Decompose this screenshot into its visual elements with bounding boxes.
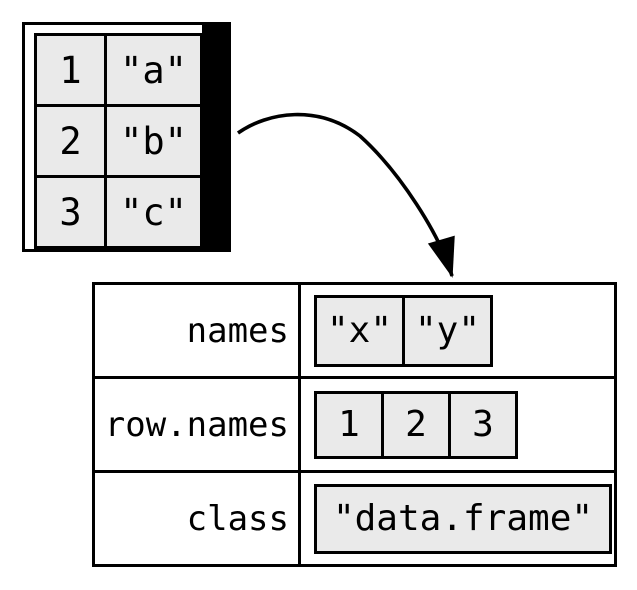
names-vector: "x" "y" (314, 294, 493, 367)
row-names-vector-cell: 3 (451, 393, 515, 456)
class-vector: "data.frame" (314, 483, 612, 554)
attr-row-value-names: "x" "y" (301, 285, 614, 376)
attributes-table: names "x" "y" row.names 1 2 3 class "dat… (92, 282, 617, 567)
df-cell-r3c2: "c" (107, 178, 200, 246)
df-cell-r1c1: 1 (37, 36, 104, 104)
attr-row-label-row-names: row.names (95, 379, 298, 470)
df-cell-r2c1: 2 (37, 107, 104, 175)
attr-row-label-class: class (95, 473, 298, 564)
names-vector-cell: "x" (317, 297, 402, 364)
attributes-bar (202, 25, 228, 249)
df-cell-r2c2: "b" (107, 107, 200, 175)
attr-row-value-class: "data.frame" (301, 473, 614, 564)
row-names-vector-cell: 1 (317, 393, 381, 456)
df-cell-r3c1: 3 (37, 178, 104, 246)
df-cell-r1c2: "a" (107, 36, 200, 104)
data-frame-cell-grid: 1 "a" 2 "b" 3 "c" (34, 33, 203, 249)
data-frame-object: 1 "a" 2 "b" 3 "c" (22, 22, 231, 252)
names-vector-cell: "y" (405, 297, 490, 364)
attr-row-label-names: names (95, 285, 298, 376)
attr-row-value-row-names: 1 2 3 (301, 379, 614, 470)
row-names-vector-cell: 2 (384, 393, 448, 456)
class-vector-cell: "data.frame" (317, 486, 609, 551)
row-names-vector: 1 2 3 (314, 390, 518, 459)
